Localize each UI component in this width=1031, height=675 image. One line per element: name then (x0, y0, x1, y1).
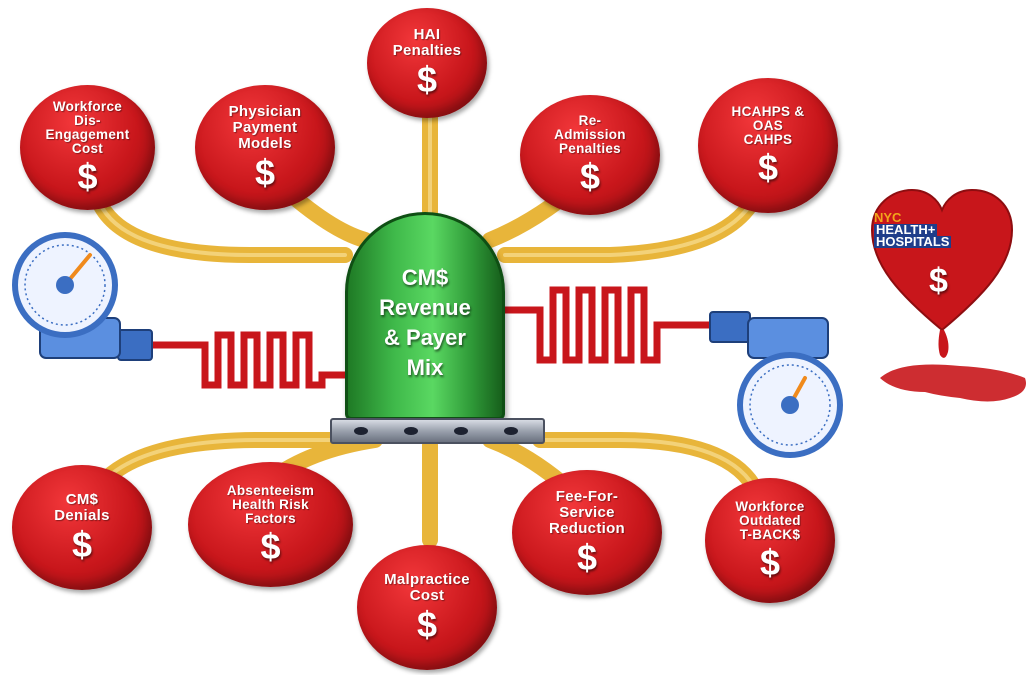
left-pressure-gauge (12, 232, 153, 361)
logo-hospitals-text: HOSPITALS (874, 234, 952, 249)
node-hai-penalties: HAI Penalties $ (367, 8, 487, 118)
center-revenue-tank: CM$ Revenue & Payer Mix (345, 212, 505, 420)
node-label: HCAHPS & OAS CAHPS (731, 103, 805, 147)
node-physician-payment: Physician Payment Models $ (195, 85, 335, 210)
bolt-icon (504, 427, 518, 435)
logo-health-text: HEALTH+ (874, 222, 938, 237)
dollar-icon: $ (71, 523, 93, 565)
center-label: CM$ Revenue & Payer Mix (379, 265, 471, 380)
right-pressure-gauge (709, 311, 843, 458)
node-label: Physician Payment Models (228, 102, 302, 152)
node-label: Malpractice Cost (384, 570, 470, 604)
dollar-icon: $ (759, 541, 781, 583)
tank-base-plate (330, 418, 545, 444)
dollar-icon: $ (576, 536, 598, 578)
node-label: Workforce Outdated T-BACK$ (735, 498, 805, 542)
left-coil-tube (146, 331, 354, 389)
node-label: Workforce Dis- Engagement Cost (45, 98, 130, 156)
node-label: Absenteeism Health Risk Factors (226, 482, 315, 526)
node-label: Fee-For- Service Reduction (548, 487, 626, 537)
dollar-icon: $ (416, 603, 438, 645)
bolt-icon (354, 427, 368, 435)
dollar-icon: $ (254, 151, 276, 193)
node-readmission-penalties: Re- Admission Penalties $ (520, 95, 660, 215)
logo-nyc-text: NYC (874, 210, 902, 225)
node-hcahps-oas-cahps: HCAHPS & OAS CAHPS $ (698, 78, 838, 213)
node-label: Re- Admission Penalties (554, 113, 626, 156)
node-cms-denials: CM$ Denials $ (12, 465, 152, 590)
dollar-icon: $ (579, 156, 601, 197)
dollar-icon: $ (260, 525, 281, 567)
node-label: CM$ Denials (54, 490, 110, 524)
node-fee-for-service: Fee-For- Service Reduction $ (512, 470, 662, 595)
node-workforce-disengagement: Workforce Dis- Engagement Cost $ (20, 85, 155, 210)
node-malpractice-cost: Malpractice Cost $ (357, 545, 497, 670)
dollar-icon: $ (77, 155, 98, 197)
logo-dollar-icon: $ (929, 262, 948, 300)
bolt-icon (454, 427, 468, 435)
dollar-icon: $ (757, 146, 779, 188)
node-absenteeism: Absenteeism Health Risk Factors $ (188, 462, 353, 587)
blood-puddle (880, 364, 1026, 402)
bolt-icon (404, 427, 418, 435)
right-coil-tube (501, 286, 719, 364)
dollar-icon: $ (416, 59, 438, 100)
node-workforce-outdated: Workforce Outdated T-BACK$ $ (705, 478, 835, 603)
node-label: HAI Penalties (392, 26, 462, 59)
